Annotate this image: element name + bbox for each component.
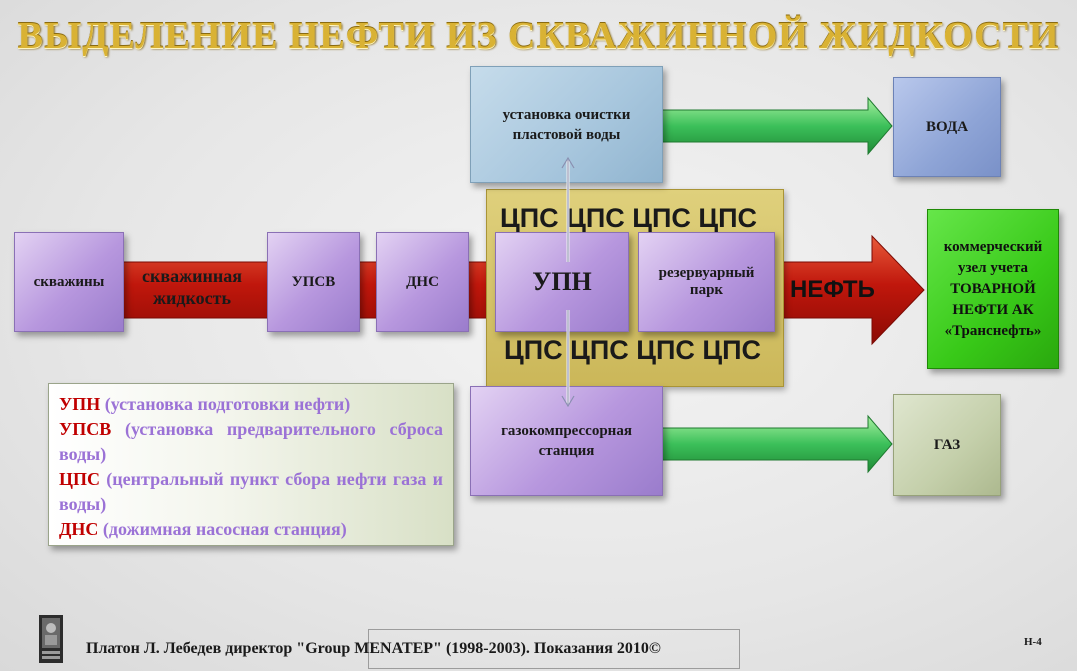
gas-node: ГАЗ xyxy=(893,394,1001,496)
well-fluid-label: скважинная жидкость xyxy=(142,266,242,308)
cps-label-bottom: ЦПС ЦПС ЦПС ЦПС xyxy=(504,335,762,365)
water-arrow xyxy=(661,96,893,156)
legend-box: УПН (установка подготовки нефти) УПСВ (у… xyxy=(48,383,454,546)
oil-label: НЕФТЬ xyxy=(790,276,875,303)
dns-node: ДНС xyxy=(376,232,469,332)
footer-caption: Платон Л. Лебедев директор "Group MENATE… xyxy=(86,640,661,657)
wells-node: скважины xyxy=(14,232,124,332)
tank-farm-node: резервуарный парк xyxy=(638,232,775,332)
page-id: Н-4 xyxy=(1024,636,1042,648)
upn-node: УПН xyxy=(495,232,629,332)
upsv-node: УПСВ xyxy=(267,232,360,332)
page-title: ВЫДЕЛЕНИЕ НЕФТИ ИЗ СКВАЖИННОЙ ЖИДКОСТИ xyxy=(17,15,1060,57)
cps-label-top: ЦПС ЦПС ЦПС ЦПС xyxy=(500,203,758,233)
metering-node: коммерческий узел учета ТОВАРНОЙ НЕФТИ А… xyxy=(927,209,1059,369)
legend-item-upsv: УПСВ (установка предварительного сброса … xyxy=(59,419,443,464)
menatep-logo-icon xyxy=(39,615,63,663)
legend-item-upn: УПН (установка подготовки нефти) xyxy=(59,394,351,414)
legend-item-dns: ДНС (дожимная насосная станция) xyxy=(59,519,347,539)
gas-arrow xyxy=(661,414,893,474)
legend-item-cps: ЦПС (центральный пункт сбора нефти газа … xyxy=(59,469,443,514)
water-node: ВОДА xyxy=(893,77,1001,177)
footer-frame xyxy=(368,629,740,669)
